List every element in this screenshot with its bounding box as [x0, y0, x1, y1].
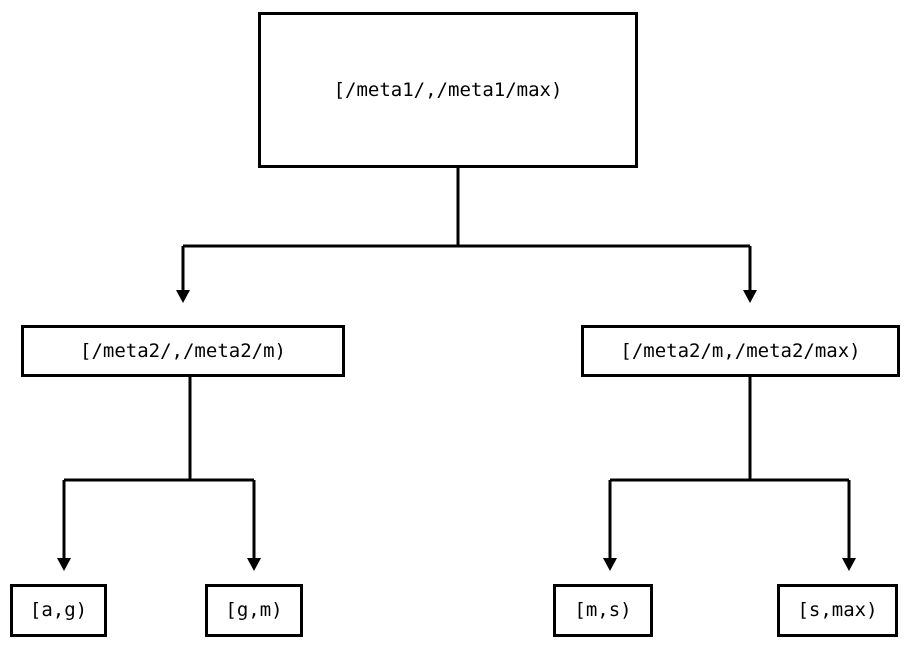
arrowhead-to-level2-right	[743, 290, 757, 303]
arrowhead-to-leaf-c	[603, 558, 617, 571]
tree-node-leaf-g-m[interactable]: [g,m)	[205, 584, 303, 637]
tree-node-root-label: [/meta1/,/meta1/max)	[333, 78, 563, 101]
tree-node-level2-left-label: [/meta2/,/meta2/m)	[80, 339, 286, 362]
tree-node-leaf-m-s-label: [m,s)	[574, 599, 632, 622]
arrowhead-to-leaf-a	[57, 558, 71, 571]
arrowhead-to-leaf-b	[247, 558, 261, 571]
edge-level2-right-to-leaves	[608, 377, 851, 558]
edge-root-to-level2	[181, 168, 752, 290]
tree-node-leaf-a-g[interactable]: [a,g)	[10, 584, 107, 637]
tree-node-root[interactable]: [/meta1/,/meta1/max)	[258, 12, 638, 168]
tree-node-leaf-a-g-label: [a,g)	[29, 599, 88, 622]
arrowhead-to-leaf-d	[842, 558, 856, 571]
tree-node-level2-right[interactable]: [/meta2/m,/meta2/max)	[581, 325, 900, 377]
tree-node-leaf-m-s[interactable]: [m,s)	[553, 584, 653, 637]
arrowhead-to-level2-left	[176, 290, 190, 303]
tree-node-leaf-s-max-label: [s,max)	[797, 599, 878, 622]
edge-level2-left-to-leaves	[62, 377, 256, 558]
tree-node-level2-left[interactable]: [/meta2/,/meta2/m)	[21, 325, 345, 377]
tree-node-leaf-s-max[interactable]: [s,max)	[777, 584, 898, 637]
tree-node-level2-right-label: [/meta2/m,/meta2/max)	[620, 339, 861, 362]
tree-node-leaf-g-m-label: [g,m)	[225, 599, 283, 622]
